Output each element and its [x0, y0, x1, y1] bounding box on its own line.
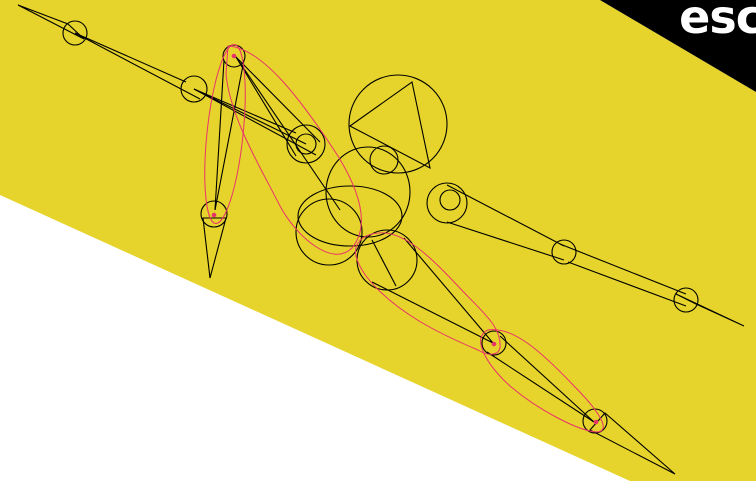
highlight-dot-4	[594, 420, 598, 424]
highlight-dot-3	[492, 342, 496, 346]
escape-button[interactable]: esc	[586, 0, 756, 90]
highlight-dot-2	[212, 213, 216, 217]
escape-label: esc	[679, 0, 756, 40]
highlight-dot-1	[232, 54, 236, 58]
